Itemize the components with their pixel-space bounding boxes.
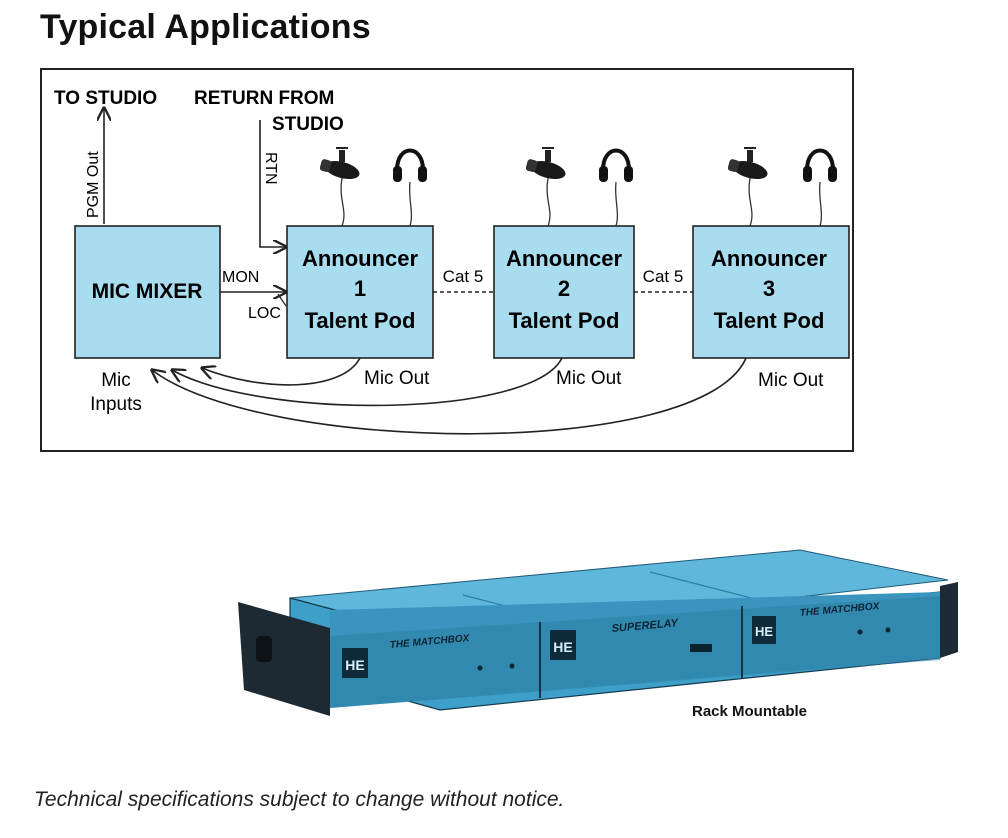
logo-icon [550, 630, 576, 660]
mic-inputs-label-1: Mic [101, 370, 131, 391]
pod-2-accessories [524, 147, 635, 227]
mon-label: MON [222, 269, 259, 286]
pod-2-line3: Talent Pod [509, 308, 620, 333]
rack-caption: Rack Mountable [692, 703, 807, 720]
loc-label: LOC [248, 305, 281, 322]
return-from-label: RETURN FROM [194, 88, 334, 109]
application-diagram: TO STUDIO RETURN FROM STUDIO PGM Out RTN… [40, 68, 854, 452]
return-arrow [259, 120, 286, 247]
pod-3-line1: Announcer [711, 246, 828, 271]
microphone-icon [726, 147, 771, 184]
mic-inputs-label-2: Inputs [90, 394, 142, 415]
disclaimer-note: Technical specifications subject to chan… [34, 788, 565, 811]
mic-out-return-2 [172, 357, 563, 407]
microphone-icon [318, 147, 363, 184]
pod-2-line1: Announcer [506, 246, 623, 271]
headphones-icon [801, 148, 839, 184]
diagram-canvas: TO STUDIO RETURN FROM STUDIO PGM Out RTN… [54, 88, 850, 435]
talent-pod-3 [692, 225, 850, 359]
pod-2-line2: 2 [558, 276, 570, 301]
pod-3-line2: 3 [763, 276, 775, 301]
pod-3-accessories [726, 147, 839, 227]
unit-2-name: SUPERELAY [611, 617, 680, 635]
rack-unit-illustration: HE HE HE THE MATCHBOX SUPERELAY THE MATC… [238, 549, 958, 720]
headphones-icon [597, 148, 635, 184]
logo-icon [752, 616, 776, 644]
studio-label: STUDIO [272, 114, 344, 135]
mic-mixer-box [74, 225, 221, 359]
pod-1-accessories [318, 147, 429, 227]
logo-text-2: HE [553, 639, 572, 655]
logo-text-3: HE [755, 624, 773, 639]
pod-3-line3: Talent Pod [714, 308, 825, 333]
pgm-out-label: PGM Out [85, 151, 102, 218]
talent-pod-2 [493, 225, 635, 359]
mic-out-return-3 [152, 357, 747, 435]
mic-out-label-2: Mic Out [556, 368, 622, 389]
pod-1-line1: Announcer [302, 246, 419, 271]
logo-text-1: HE [345, 657, 364, 673]
rtn-label: RTN [262, 152, 279, 185]
cat5-label-2: Cat 5 [643, 267, 684, 286]
mic-out-return-1 [202, 357, 361, 386]
mic-out-label-1: Mic Out [364, 368, 430, 389]
loc-tick [277, 293, 287, 307]
mic-out-label-3: Mic Out [758, 370, 824, 391]
pod-1-line2: 1 [354, 276, 366, 301]
page-title: Typical Applications [40, 8, 371, 46]
mic-mixer-label: MIC MIXER [92, 280, 203, 303]
microphone-icon [524, 147, 569, 184]
logo-icon [342, 648, 368, 678]
cat5-label-1: Cat 5 [443, 267, 484, 286]
headphones-icon [391, 148, 429, 184]
pod-1-line3: Talent Pod [305, 308, 416, 333]
to-studio-label: TO STUDIO [54, 88, 157, 109]
